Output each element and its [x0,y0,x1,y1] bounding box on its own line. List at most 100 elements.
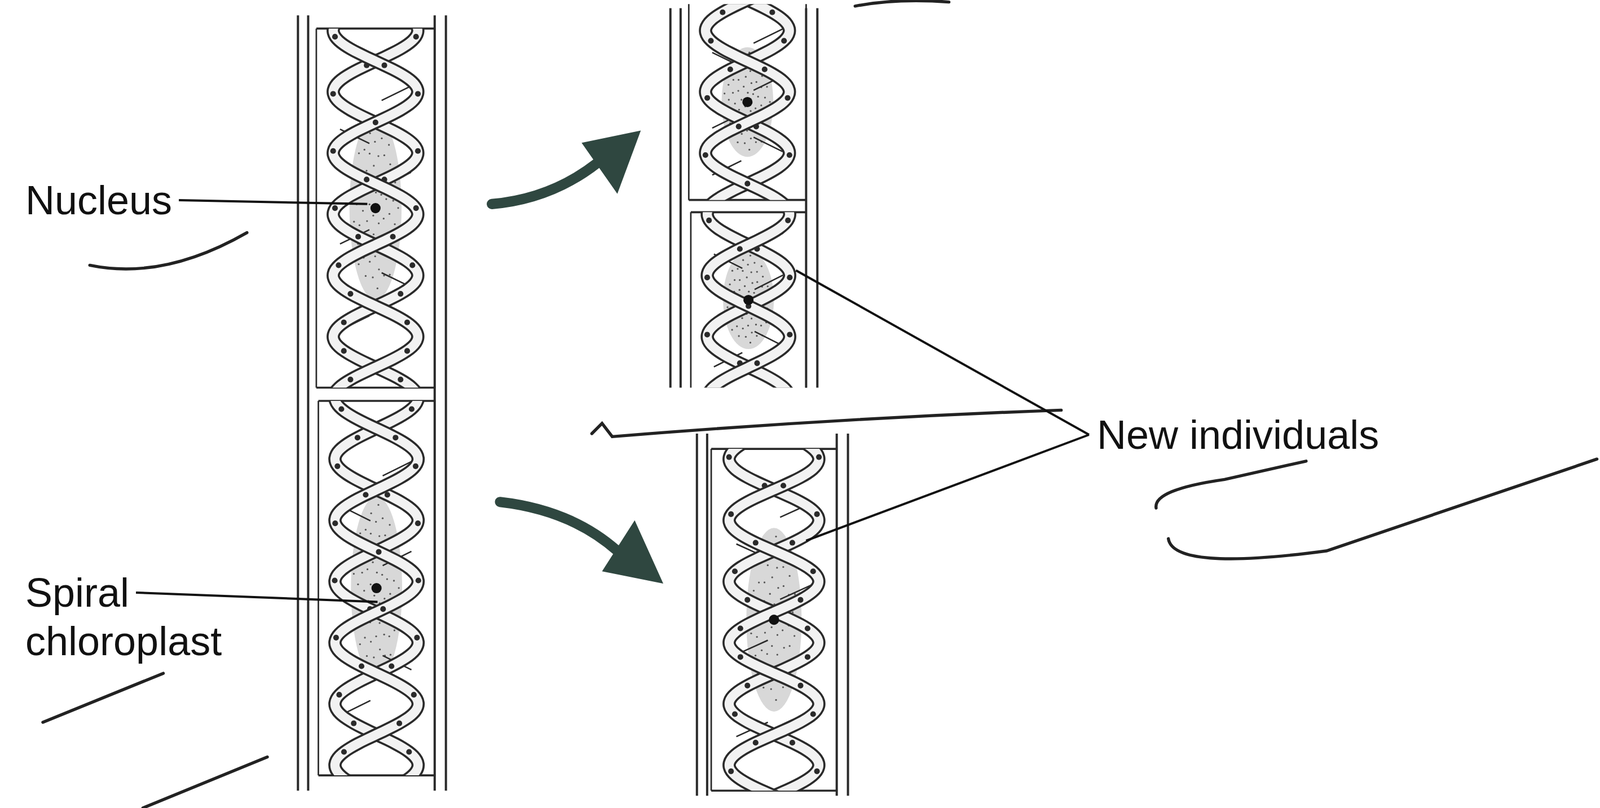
cell [688,0,806,217]
stipple [767,285,769,288]
arrow-shaft [491,162,597,204]
stipple [762,686,765,689]
stipple [358,224,361,227]
stipple [353,572,355,575]
stipple [738,108,740,111]
stipple [731,270,734,272]
chloroplast-band [707,212,790,388]
filament-wall [847,433,850,796]
filament-wall [306,15,310,791]
pyrenoid [728,511,734,518]
pyrenoid [752,739,759,746]
stipple [730,328,733,331]
pyrenoid [341,319,347,326]
stipple [366,219,368,222]
stipple [769,593,771,595]
stipple [736,141,739,144]
filament-wall [835,433,839,796]
pyrenoid [737,654,744,660]
stipple [377,155,379,157]
stipple [761,275,764,278]
pyrenoid [704,274,711,281]
filament-wall [433,15,436,791]
stipple [776,566,778,569]
stipple [366,655,368,658]
stipple [760,265,763,268]
pen-mark [591,410,1061,437]
pyrenoid [726,454,733,461]
stipple [737,335,740,337]
pyrenoid [392,434,399,441]
stipple [377,504,379,506]
pyrenoid [330,148,337,154]
chloroplast-band [729,448,819,791]
cell-side [805,3,808,200]
stipple [782,585,785,588]
stipple [771,576,774,579]
pyrenoid [789,539,796,546]
stipple [738,289,741,292]
cell [316,5,435,404]
stipple [764,96,766,99]
pyrenoid [761,66,768,73]
cell-side [835,448,838,791]
stipple [365,169,368,172]
pyrenoid [397,291,404,297]
cell [690,188,806,404]
stipple [728,98,730,101]
stipple [378,622,381,624]
stipple [375,635,377,638]
stipple [393,579,395,582]
leader-line [178,200,368,205]
part-label: Nucleus [25,175,364,225]
stipple [783,646,786,649]
stipple [368,132,371,135]
stipple [397,206,399,209]
stipple [767,564,769,567]
pyrenoid [380,606,386,612]
chloroplast-band [333,28,418,389]
stipple [749,69,752,72]
pyrenoid [415,90,421,97]
pyrenoid [804,625,811,632]
chloroplast-band [705,3,790,200]
cell-side [805,212,808,388]
pyrenoid [810,568,817,575]
stipple [765,85,768,88]
pyrenoid [719,9,726,16]
pyrenoid [804,654,811,660]
stipple [368,261,371,263]
pyrenoid [336,691,342,698]
pyrenoid [335,262,342,268]
chloroplast-outline [333,28,418,389]
stipple [378,535,381,537]
stipple [740,98,743,101]
stipple [359,532,361,535]
pyrenoid [332,520,338,527]
stipple [750,137,752,140]
stipple [781,629,784,632]
stipple [745,76,747,78]
stipple [386,578,389,580]
stipple [760,104,762,107]
pyrenoid [413,33,420,40]
pyrenoid [334,463,341,470]
part-label: Spiral chloroplast [25,568,291,667]
pyrenoid [752,539,759,546]
stipple [752,93,755,95]
chloroplast-outline [707,212,790,388]
stipple [782,686,784,689]
pyrenoid [816,454,822,461]
stipple [389,654,392,656]
pyrenoid [355,234,361,240]
pyrenoid [388,663,395,669]
pyrenoid [341,347,347,354]
stipple [766,653,769,655]
stipple [388,523,391,526]
stipple [742,327,744,330]
pen-mark [89,232,248,270]
pyrenoid [331,577,338,584]
stipple [751,281,753,284]
pen-mark [1168,459,1598,559]
stipple [369,583,372,586]
